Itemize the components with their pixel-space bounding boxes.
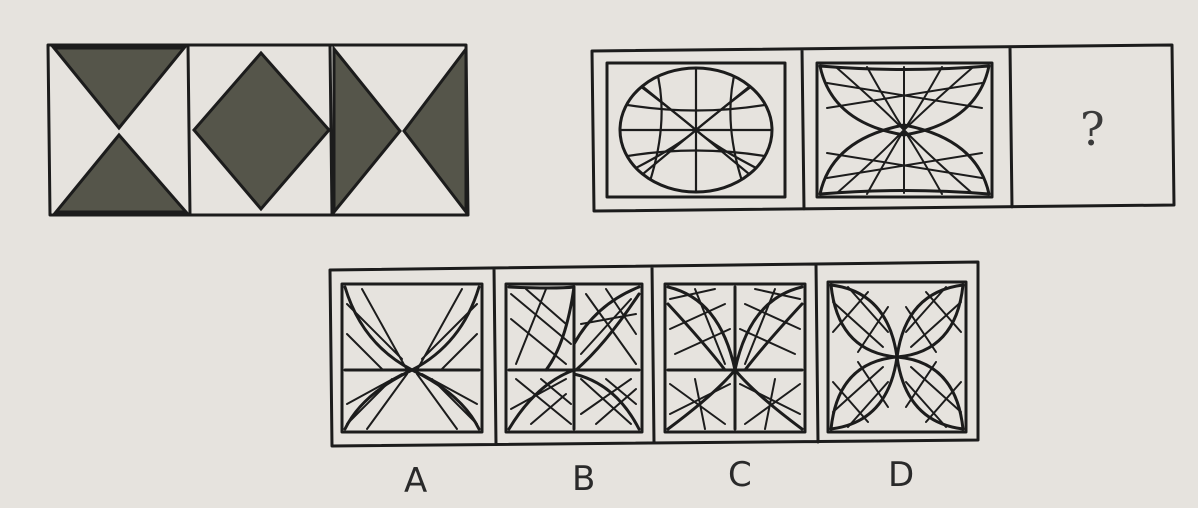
- example-cell-2: [194, 53, 329, 209]
- option-d-figure[interactable]: [828, 282, 966, 432]
- question-cell-3: ?: [1080, 102, 1105, 156]
- question-mark: ?: [1080, 102, 1105, 156]
- option-d-label[interactable]: D: [888, 455, 914, 495]
- option-a-figure[interactable]: [342, 284, 482, 432]
- option-c-label[interactable]: C: [728, 455, 752, 495]
- option-a-label[interactable]: A: [404, 461, 427, 501]
- options-row: [330, 262, 978, 446]
- option-c-figure[interactable]: [665, 284, 805, 432]
- example-sequence: [48, 45, 468, 215]
- question-cell-1: [607, 63, 786, 203]
- option-b-figure[interactable]: [506, 284, 642, 432]
- example-cell-1: [54, 48, 186, 212]
- example-cell-3: [334, 49, 466, 212]
- question-sequence: ?: [592, 45, 1174, 211]
- option-b-label[interactable]: B: [572, 459, 595, 499]
- question-cell-2: [817, 63, 992, 197]
